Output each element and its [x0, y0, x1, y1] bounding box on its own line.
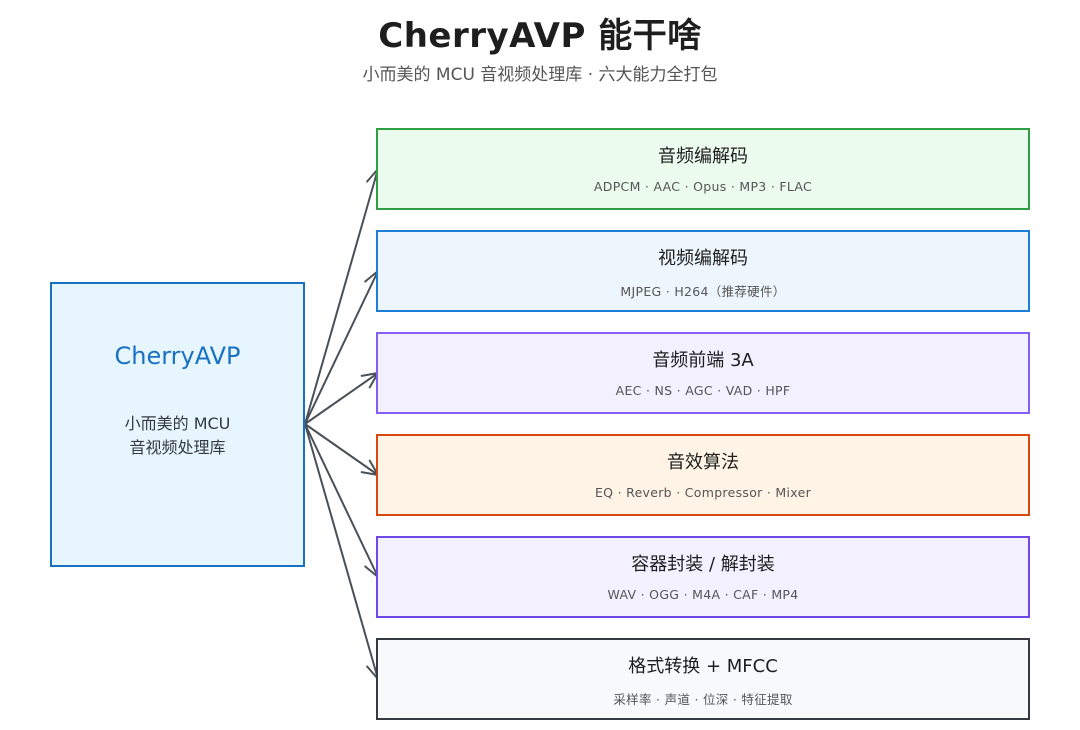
source-node-desc-line1: 小而美的 MCU [124, 414, 231, 433]
arrow-line [304, 270, 379, 425]
capability-description: MJPEG · H264（推荐硬件） [620, 284, 786, 299]
page-subtitle: 小而美的 MCU 音视频处理库 · 六大能力全打包 [362, 65, 718, 85]
capability-video-codec[interactable]: 视频编解码 MJPEG · H264（推荐硬件） [376, 230, 1030, 312]
source-node-desc-line2: 音视频处理库 [129, 438, 226, 457]
arrow-line [304, 168, 379, 425]
capability-title: 音频编解码 [658, 146, 748, 167]
source-node[interactable]: CherryAVP 小而美的 MCU 音视频处理库 [50, 282, 305, 567]
source-node-title: CherryAVP [114, 342, 241, 370]
capability-description: ADPCM · AAC · Opus · MP3 · FLAC [593, 179, 813, 194]
arrow-line [304, 423, 379, 476]
arrow-line [304, 423, 379, 578]
capability-audio-frontend-3a[interactable]: 音频前端 3A AEC · NS · AGC · VAD · HPF [376, 332, 1030, 414]
capability-audio-effects[interactable]: 音效算法 EQ · Reverb · Compressor · Mixer [376, 434, 1030, 516]
capability-title: 视频编解码 [658, 248, 748, 269]
capability-audio-codec[interactable]: 音频编解码 ADPCM · AAC · Opus · MP3 · FLAC [376, 128, 1030, 210]
capability-description: WAV · OGG · M4A · CAF · MP4 [607, 587, 799, 602]
capability-container-mux[interactable]: 容器封装 / 解封装 WAV · OGG · M4A · CAF · MP4 [376, 536, 1030, 618]
page-title: CherryAVP 能干啥 [378, 16, 702, 56]
arrow-line [304, 423, 379, 680]
capability-description: EQ · Reverb · Compressor · Mixer [594, 485, 812, 500]
capability-title: 音频前端 3A [652, 350, 754, 371]
capability-title: 格式转换 + MFCC [628, 656, 778, 677]
arrow-line [304, 372, 379, 425]
capability-title: 容器封装 / 解封装 [631, 554, 775, 575]
capability-format-conversion[interactable]: 格式转换 + MFCC 采样率 · 声道 · 位深 · 特征提取 [376, 638, 1030, 720]
capability-description: AEC · NS · AGC · VAD · HPF [615, 383, 791, 398]
capability-title: 音效算法 [667, 452, 739, 473]
source-node-description: 小而美的 MCU 音视频处理库 [52, 412, 303, 460]
capability-description: 采样率 · 声道 · 位深 · 特征提取 [613, 692, 793, 707]
